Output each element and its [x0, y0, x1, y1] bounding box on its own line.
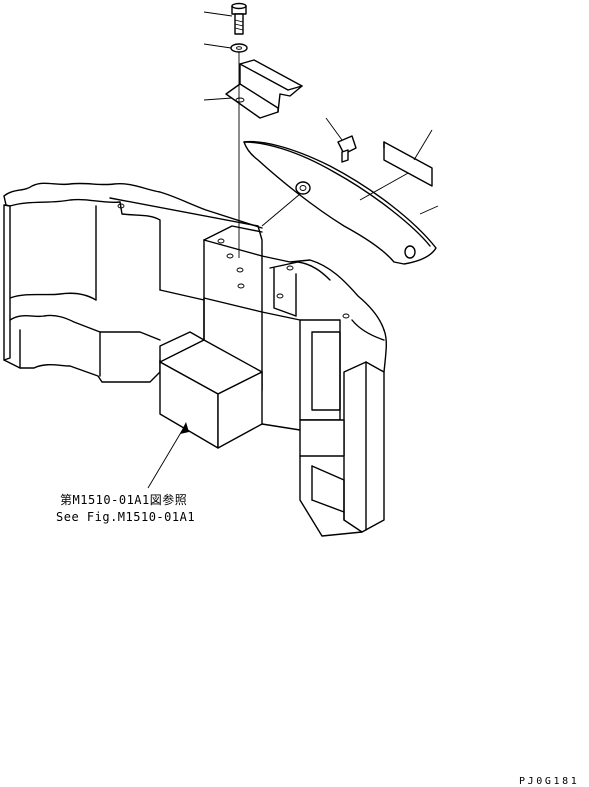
reference-note-english: See Fig.M1510-01A1 [56, 510, 196, 524]
reference-note-japanese: 第M1510-01A1図参照 [60, 493, 188, 507]
housing-body [3, 182, 387, 537]
bracket [203, 59, 303, 119]
cover-plate [243, 140, 439, 265]
nut [261, 181, 311, 227]
grease-fitting [325, 117, 357, 163]
figure-code: PJ0G181 [519, 776, 580, 787]
washer [203, 43, 248, 53]
reference-arrow [147, 422, 189, 489]
bolt [203, 2, 247, 35]
label-plate [383, 129, 433, 187]
